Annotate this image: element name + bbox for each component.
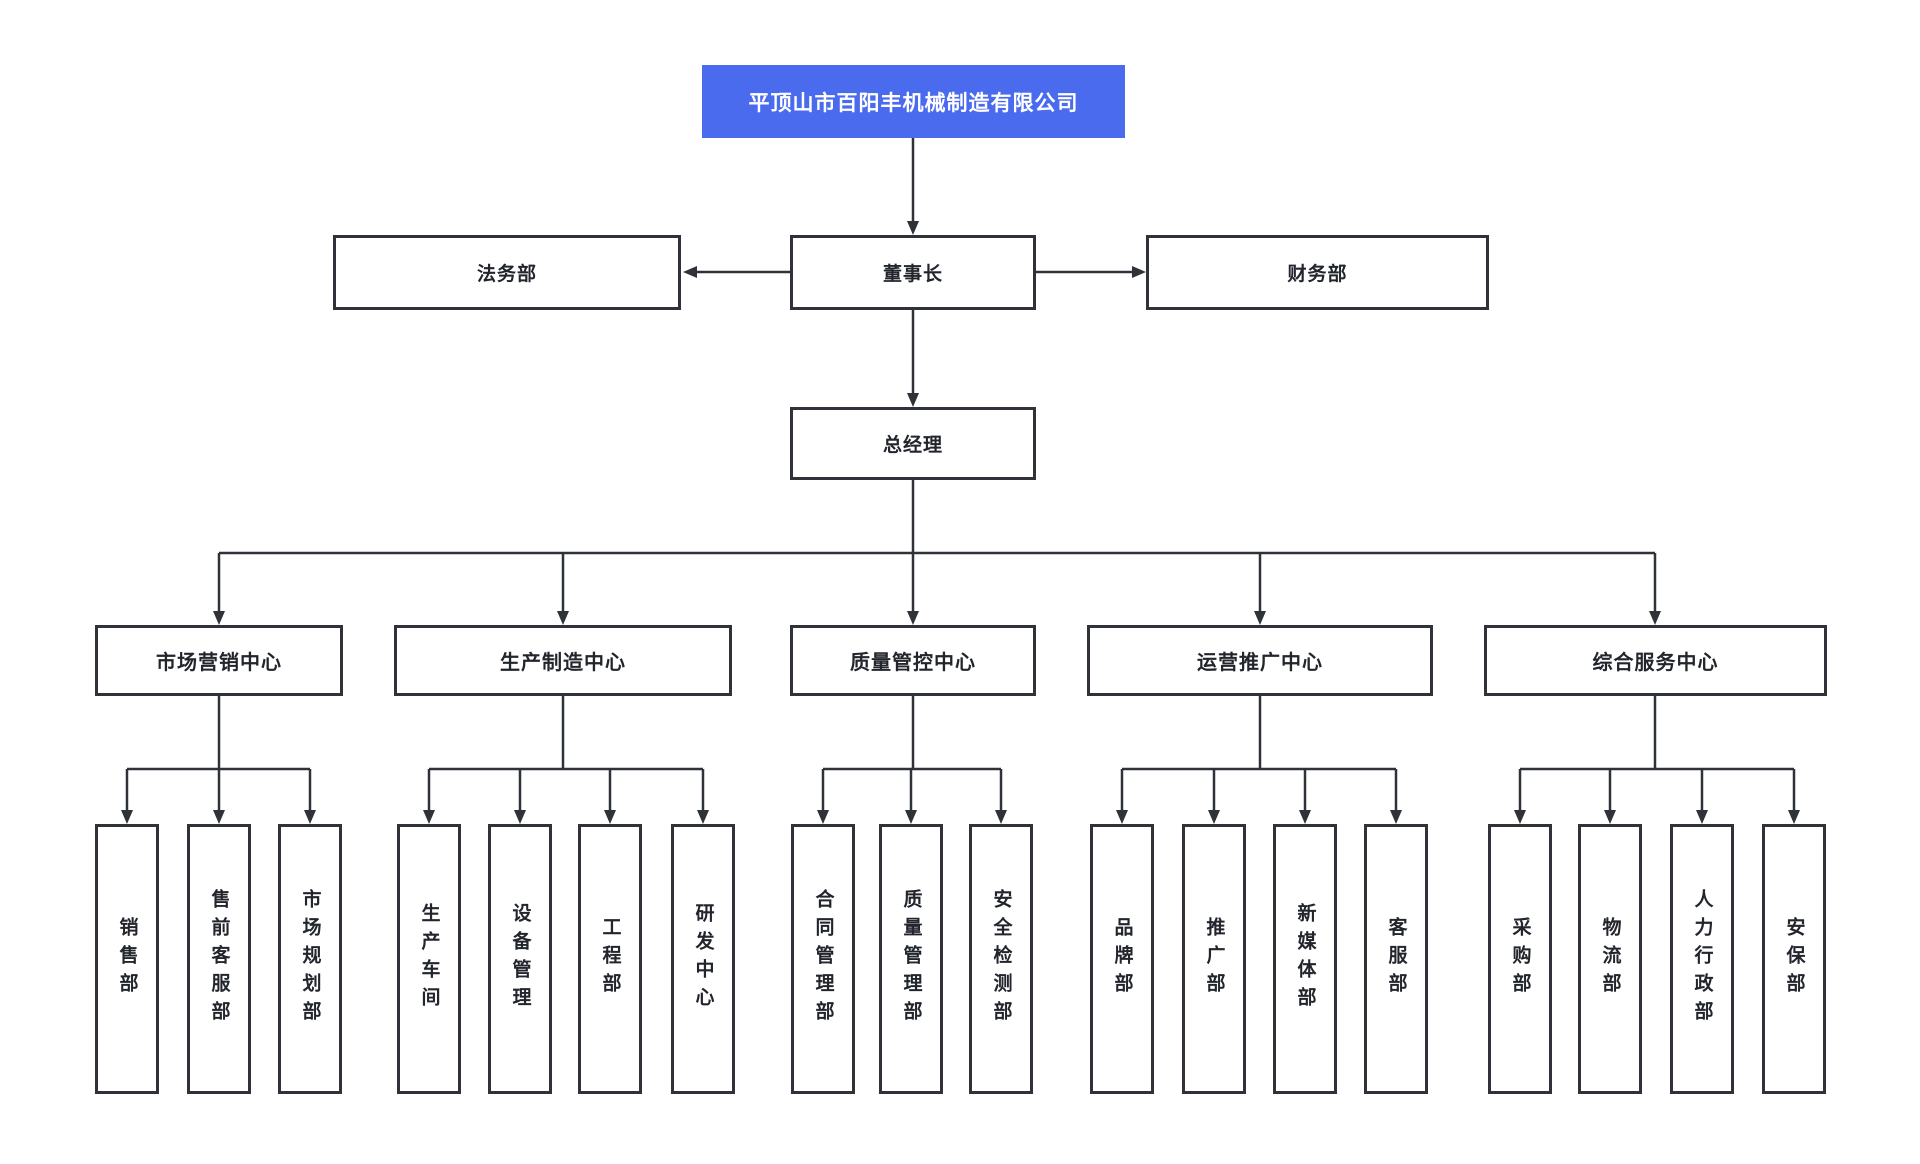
company-root-label: 平顶山市百阳丰机械制造有限公司 [748,91,1079,115]
general-manager-node: 总经理 [790,407,1036,480]
dept-node-hr-admin: 人力行政部 [1670,824,1734,1094]
dept-label: 物流部 [1599,917,1621,1001]
center-label: 综合服务中心 [1592,652,1719,674]
dept-node-contract-management: 合同管理部 [791,824,855,1094]
chairman-node: 董事长 [790,235,1036,310]
dept-label: 安全检测部 [990,889,1012,1029]
center-node-marketing: 市场营销中心 [95,625,343,696]
dept-label: 人力行政部 [1691,889,1713,1029]
dept-label: 销售部 [116,917,138,1001]
dept-node-production-workshop: 生产车间 [397,824,461,1094]
dept-node-safety-inspection: 安全检测部 [969,824,1033,1094]
finance-dept-node: 财务部 [1146,235,1489,310]
dept-node-customer-service: 客服部 [1364,824,1428,1094]
dept-node-logistics: 物流部 [1578,824,1642,1094]
dept-label: 售前客服部 [208,889,230,1029]
dept-label: 客服部 [1385,917,1407,1001]
general-manager-label: 总经理 [882,435,943,456]
dept-node-sales: 销售部 [95,824,159,1094]
dept-label: 研发中心 [692,903,714,1015]
legal-dept-node: 法务部 [333,235,681,310]
dept-label: 生产车间 [418,903,440,1015]
center-label: 市场营销中心 [156,652,282,674]
dept-node-market-planning: 市场规划部 [278,824,342,1094]
center-node-quality: 质量管控中心 [790,625,1036,696]
dept-node-new-media: 新媒体部 [1273,824,1337,1094]
dept-label: 质量管理部 [900,889,922,1029]
dept-node-quality-management: 质量管理部 [879,824,943,1094]
dept-node-equipment-management: 设备管理 [488,824,552,1094]
chairman-label: 董事长 [882,264,943,285]
dept-node-procurement: 采购部 [1488,824,1552,1094]
dept-label: 采购部 [1509,917,1531,1001]
dept-node-brand: 品牌部 [1090,824,1154,1094]
center-label: 生产制造中心 [500,652,626,674]
legal-dept-label: 法务部 [476,264,537,285]
dept-label: 合同管理部 [812,889,834,1029]
dept-node-rnd-center: 研发中心 [671,824,735,1094]
dept-label: 设备管理 [509,903,531,1015]
center-node-operations: 运营推广中心 [1087,625,1433,696]
company-root-node: 平顶山市百阳丰机械制造有限公司 [702,65,1125,138]
dept-label: 市场规划部 [299,889,321,1029]
dept-node-promotion: 推广部 [1182,824,1246,1094]
dept-node-security: 安保部 [1762,824,1826,1094]
dept-label: 安保部 [1783,917,1805,1001]
dept-label: 新媒体部 [1294,903,1316,1015]
dept-label: 推广部 [1203,917,1225,1001]
dept-label: 工程部 [599,917,621,1001]
center-label: 运营推广中心 [1197,652,1323,674]
dept-node-presales-service: 售前客服部 [187,824,251,1094]
dept-label: 品牌部 [1111,917,1133,1001]
dept-node-engineering: 工程部 [578,824,642,1094]
center-node-production: 生产制造中心 [394,625,732,696]
center-node-services: 综合服务中心 [1484,625,1827,696]
finance-dept-label: 财务部 [1287,264,1348,285]
center-label: 质量管控中心 [850,652,976,674]
